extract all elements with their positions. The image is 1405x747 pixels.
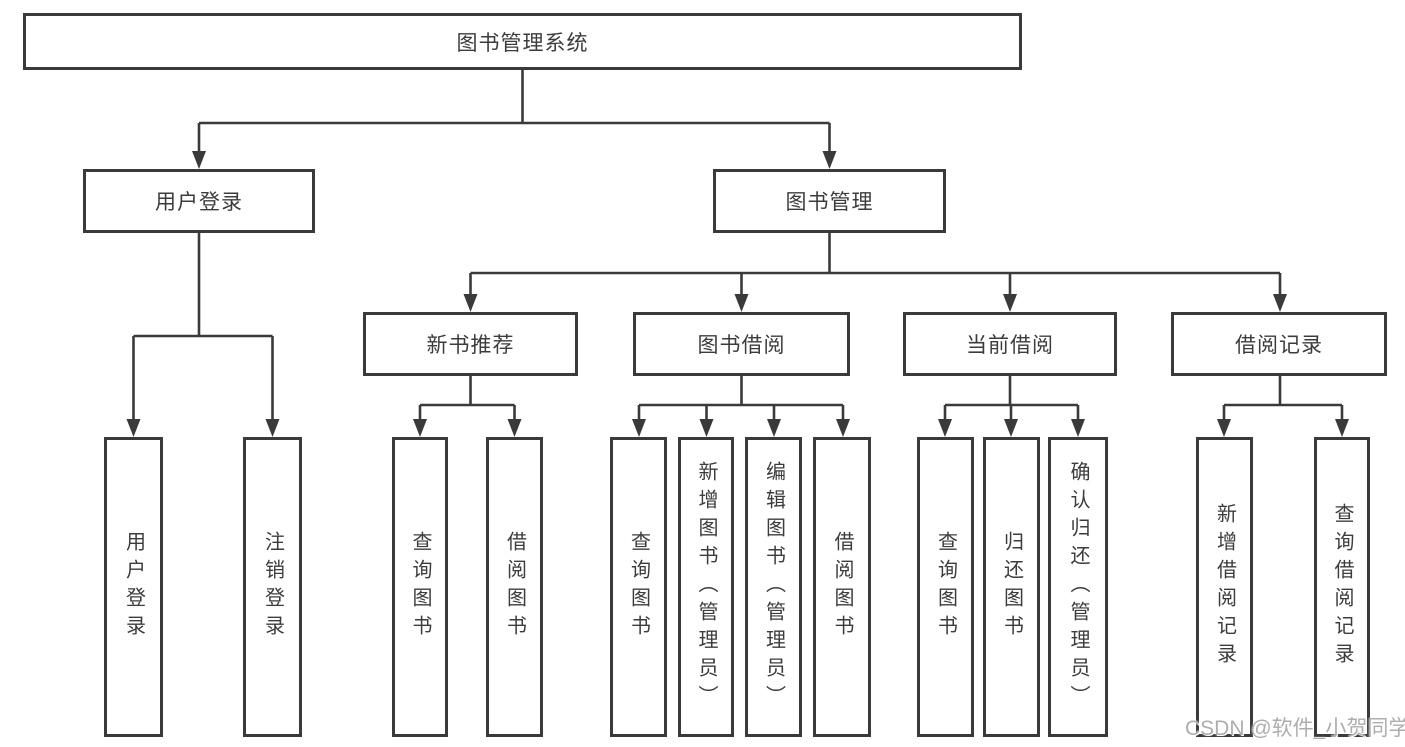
node-leaf-current-return-books: 归还图书 bbox=[983, 437, 1040, 737]
node-leaf-recommend-query-books: 查询图书 bbox=[392, 437, 448, 737]
node-label: 当前借阅 bbox=[966, 334, 1054, 357]
node-leaf-user-login: 用户登录 bbox=[104, 437, 163, 737]
node-label: 借阅图书 bbox=[831, 531, 853, 643]
edges-new-book-recommend-to-leaves bbox=[413, 376, 522, 437]
node-label: 查询图书 bbox=[627, 531, 650, 643]
node-borrowing-records: 借阅记录 bbox=[1171, 312, 1387, 376]
node-leaf-records-add-record: 新增借阅记录 bbox=[1196, 437, 1253, 737]
node-label: 注销登录 bbox=[261, 531, 284, 643]
node-leaf-borrowing-add-books-admin: 新增图书（管理员） bbox=[678, 437, 734, 737]
node-leaf-borrowing-edit-books-admin: 编辑图书（管理员） bbox=[745, 437, 802, 737]
node-leaf-records-query-record: 查询借阅记录 bbox=[1314, 437, 1370, 737]
node-label: 新书推荐 bbox=[426, 334, 515, 357]
csdn-watermark: CSDN @软件_小贺同学 bbox=[1185, 717, 1405, 740]
node-book-borrowing: 图书借阅 bbox=[633, 312, 850, 376]
edges-book-borrowing-to-leaves bbox=[632, 376, 850, 437]
node-label: 查询图书 bbox=[934, 531, 957, 643]
node-label: 查询图书 bbox=[409, 531, 431, 643]
node-label: 借阅记录 bbox=[1235, 334, 1323, 357]
edges-borrowing-records-to-leaves bbox=[1217, 376, 1349, 437]
node-leaf-borrowing-query-books: 查询图书 bbox=[610, 437, 667, 737]
node-book-management: 图书管理 bbox=[713, 169, 946, 233]
node-label: 新增借阅记录 bbox=[1213, 503, 1236, 671]
edges-current-borrowing-to-leaves bbox=[938, 376, 1085, 437]
node-leaf-borrowing-borrow-books: 借阅图书 bbox=[813, 437, 871, 737]
node-leaf-current-query-books: 查询图书 bbox=[917, 437, 974, 737]
node-label: 借阅图书 bbox=[503, 531, 526, 643]
node-label: 图书管理系统 bbox=[456, 31, 589, 55]
edges-book-management-to-level3 bbox=[463, 233, 1287, 312]
node-leaf-logout: 注销登录 bbox=[243, 437, 302, 737]
node-label: 图书管理 bbox=[785, 191, 874, 214]
edges-root-to-level2 bbox=[192, 69, 837, 169]
node-label: 查询借阅记录 bbox=[1331, 503, 1353, 671]
node-leaf-current-confirm-return-admin: 确认归还（管理员） bbox=[1048, 437, 1108, 737]
node-leaf-recommend-borrow-books: 借阅图书 bbox=[486, 437, 543, 737]
node-label: 用户登录 bbox=[122, 531, 145, 643]
node-label: 编辑图书（管理员） bbox=[762, 461, 785, 713]
node-label: 新增图书（管理员） bbox=[695, 461, 717, 713]
edges-user-login-to-leaves bbox=[126, 233, 280, 437]
node-label: 图书借阅 bbox=[697, 334, 786, 357]
node-new-book-recommend: 新书推荐 bbox=[363, 312, 578, 376]
node-root-library-management-system: 图书管理系统 bbox=[23, 13, 1022, 70]
node-label: 归还图书 bbox=[1000, 531, 1023, 643]
node-label: 用户登录 bbox=[155, 191, 243, 214]
node-current-borrowing: 当前借阅 bbox=[903, 312, 1117, 376]
node-user-login: 用户登录 bbox=[83, 169, 315, 233]
node-label: 确认归还（管理员） bbox=[1067, 461, 1089, 713]
